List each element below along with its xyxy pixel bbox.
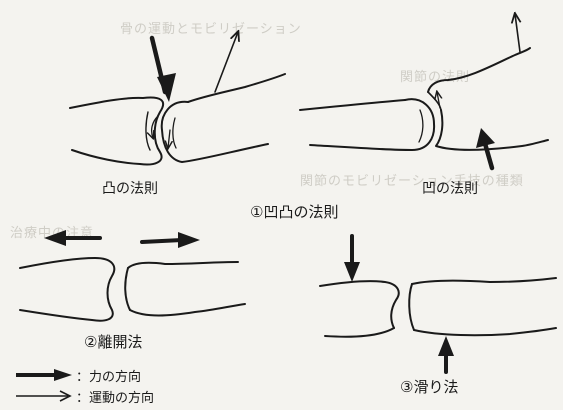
legend-force-label: ：力の方向 — [76, 366, 141, 385]
proximal-bone — [70, 98, 163, 165]
concave-rule-label: 凹の法則 — [422, 178, 478, 198]
legend-motion-label: ：運動の方向 — [76, 387, 154, 406]
legend-motion: ：運動の方向 — [14, 387, 214, 407]
distal-bone — [188, 74, 285, 102]
convex-rule-figure — [70, 32, 285, 165]
gliding-figure — [320, 236, 556, 372]
legend-force: ：力の方向 — [14, 366, 214, 386]
thick-arrow-icon — [14, 368, 74, 382]
separation-label: ②離開法 — [84, 331, 142, 352]
gliding-label: ③滑り法 — [400, 376, 458, 397]
separation-figure — [20, 230, 245, 321]
concave-convex-rule-title: ①凹凸の法則 — [250, 201, 338, 222]
convex-rule-label: 凸の法則 — [102, 178, 158, 198]
concave-rule-figure — [300, 14, 548, 168]
thin-arrow-icon — [14, 389, 74, 403]
